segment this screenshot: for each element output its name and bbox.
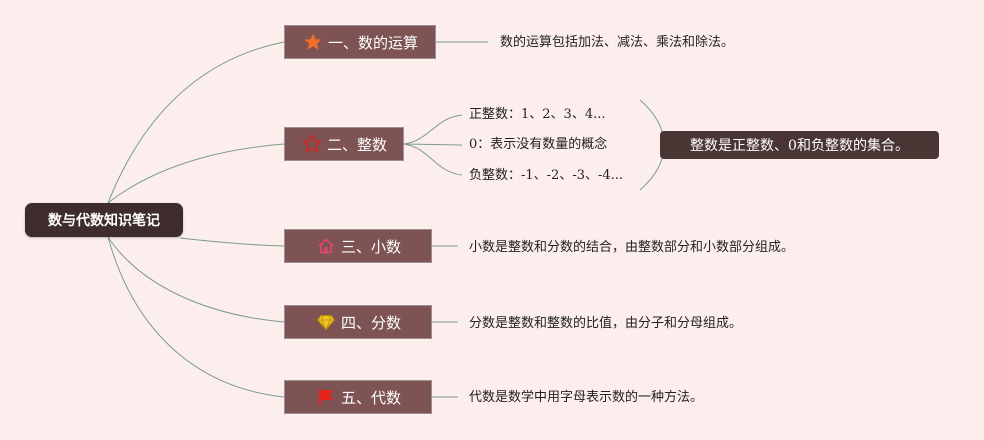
edge-integer-positive [403,114,463,145]
topic-label: 一、数的运算 [327,33,418,52]
detail-algebra: 代数是数学中用字母表示数的一种方法。 [469,390,704,405]
topic-label: 五、代数 [340,388,401,407]
edge-root-topic-2 [107,143,285,204]
detail-zero: 0：表示没有数量的概念 [469,137,608,152]
edge-root-topic-4 [107,236,285,323]
edge-root-topic-1 [107,41,285,204]
edge-root-topic-5 [107,236,285,398]
edge-integer-negative [403,143,463,176]
topic-arithmetic[interactable]: 一、数的运算 [284,25,436,59]
diamond-icon [315,311,337,333]
edge-integer-zero [403,143,463,146]
integer-summary[interactable]: 整数是正整数、0和负整数的集合。 [660,131,939,159]
detail-arithmetic: 数的运算包括加法、减法、乘法和除法。 [500,35,735,50]
root-node[interactable]: 数与代数知识笔记 [25,203,183,237]
detail-positive-integers: 正整数：1、2、3、4... [469,107,606,122]
topic-fractions[interactable]: 四、分数 [284,305,432,339]
topic-label: 二、整数 [326,135,387,154]
root-label: 数与代数知识笔记 [48,213,160,229]
topic-decimals[interactable]: 三、小数 [284,229,432,263]
topic-integers[interactable]: 二、整数 [284,127,404,161]
detail-negative-integers: 负整数：-1、-2、-3、-4... [469,168,624,183]
star-outline-icon [301,133,323,155]
detail-decimals: 小数是整数和分数的结合，由整数部分和小数部分组成。 [469,240,795,255]
star-icon [302,31,324,53]
topic-label: 三、小数 [340,237,401,256]
flag-icon [315,386,337,408]
detail-fractions: 分数是整数和整数的比值，由分子和分母组成。 [469,316,743,331]
topic-algebra[interactable]: 五、代数 [284,380,432,414]
summary-label: 整数是正整数、0和负整数的集合。 [690,138,909,154]
topic-label: 四、分数 [340,313,401,332]
edge-root-topic-3 [179,237,285,247]
house-icon [315,235,337,257]
